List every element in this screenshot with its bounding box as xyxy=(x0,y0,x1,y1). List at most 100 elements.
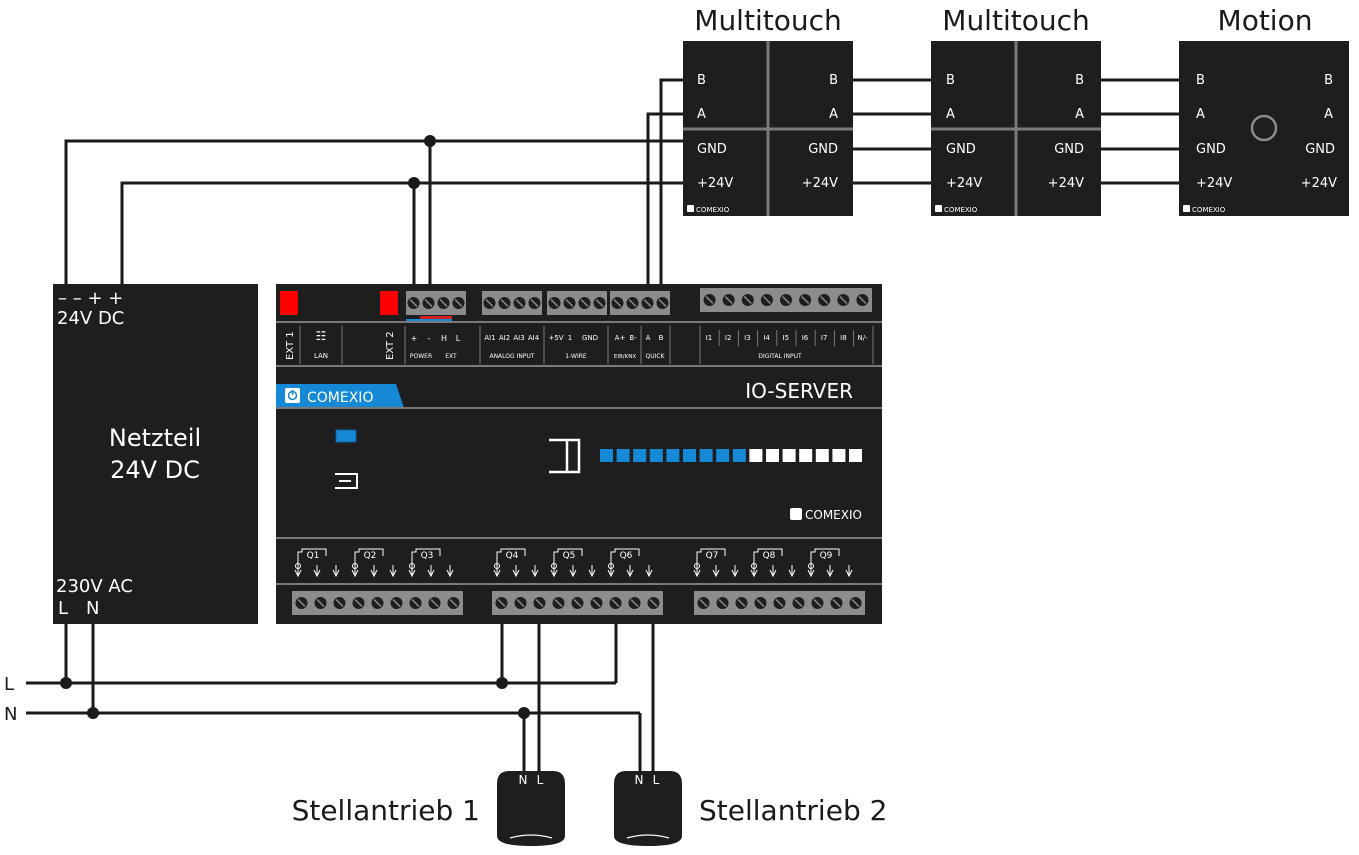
led-off xyxy=(799,449,813,462)
power-supply: – – + + 24V DC Netzteil 24V DC 230V AC L… xyxy=(53,284,258,624)
power-icon xyxy=(687,205,694,212)
io-server-title: IO-SERVER xyxy=(745,379,853,403)
ext-h-label: H xyxy=(441,334,447,343)
terminal-outputs-q4-q6 xyxy=(492,591,663,615)
terminal-outputs-q1-q3 xyxy=(292,591,463,615)
knx-labels: A+B- xyxy=(615,334,637,342)
led-off xyxy=(749,449,763,462)
junction-l-q4 xyxy=(496,677,508,689)
pin-24v-left: +24V xyxy=(1196,176,1232,191)
pin-gnd-left: GND xyxy=(946,142,976,157)
actuator-pin-l: L xyxy=(653,773,660,787)
led-off xyxy=(815,449,829,462)
pin-24v-left: +24V xyxy=(946,176,982,191)
ext-l-label: L xyxy=(456,334,461,343)
relay-output-label: Q5 xyxy=(563,551,576,561)
pin-gnd-right: GND xyxy=(1305,142,1335,157)
actuator-1: N L Stellantrieb 1 xyxy=(292,771,565,846)
actuator-name: Stellantrieb 1 xyxy=(292,794,480,827)
sd-card-icon xyxy=(335,473,358,489)
pin-24v-right: +24V xyxy=(1301,176,1337,191)
led-off xyxy=(832,449,846,462)
digital-pin-label: I5 xyxy=(783,334,790,342)
pin-b-left: B xyxy=(946,73,955,88)
led-on xyxy=(699,449,713,462)
device-motion: Motion B A GND +24V B A GND +24V COMEXIO xyxy=(1179,4,1349,216)
digital-pin-label: I6 xyxy=(802,334,809,342)
pin-b-left: B xyxy=(1196,73,1205,88)
junction-n-psu xyxy=(87,707,99,719)
led-on xyxy=(683,449,696,462)
pin-b-right: B xyxy=(1324,73,1333,88)
device-title: Multitouch xyxy=(942,4,1089,37)
led-row xyxy=(600,449,862,462)
wire-bus-b xyxy=(659,78,683,292)
top-terminal-blocks xyxy=(406,288,872,322)
pin-a-right: A xyxy=(1324,107,1333,122)
relay-output-label: Q3 xyxy=(421,551,434,561)
device-body xyxy=(1179,41,1349,216)
psu-pin-l: L xyxy=(58,598,68,619)
pin-24v-right: +24V xyxy=(802,176,838,191)
psu-body xyxy=(53,284,258,624)
relay-output-q1: Q1 xyxy=(294,548,340,578)
junction-gnd xyxy=(424,135,436,147)
quick-pin-label: B xyxy=(659,334,664,342)
relay-output-q3: Q3 xyxy=(408,548,454,578)
ext2-indicator xyxy=(380,291,398,315)
quick-label: QUICK xyxy=(645,353,665,360)
actuator-name: Stellantrieb 2 xyxy=(699,794,887,827)
led-on xyxy=(666,449,680,462)
analog-pin-label: AI2 xyxy=(499,334,510,342)
small-brand-icon xyxy=(790,508,802,520)
pin-a-right: A xyxy=(829,107,838,122)
eib-knx-label: EIB/KNX xyxy=(614,354,636,360)
pin-gnd-right: GND xyxy=(1054,142,1084,157)
digital-input-label: DIGITAL INPUT xyxy=(758,353,802,360)
relay-output-label: Q9 xyxy=(820,551,833,561)
pin-gnd-left: GND xyxy=(697,142,727,157)
brand-power-icon xyxy=(285,388,300,403)
quick-pin-label: A xyxy=(646,334,651,342)
psu-name-2: 24V DC xyxy=(110,456,200,484)
junction-24v xyxy=(408,177,420,189)
psu-pin-n: N xyxy=(86,598,99,619)
motion-sensor-icon xyxy=(1250,114,1278,142)
digital-pin-label: I7 xyxy=(821,334,828,342)
analog-pin-label: AI3 xyxy=(513,334,524,342)
analog-pin-label: AI1 xyxy=(484,334,495,342)
wire-bus-a xyxy=(646,112,683,292)
digital-pin-label: N/- xyxy=(858,334,869,342)
device-title: Multitouch xyxy=(694,4,841,37)
led-on xyxy=(649,449,663,462)
brand-label: COMEXIO xyxy=(307,390,373,406)
one-wire-label: 1-WIRE xyxy=(565,353,587,360)
digital-pin-label: I3 xyxy=(744,334,751,342)
relay-output-label: Q6 xyxy=(620,551,633,561)
knx-pin-label: B- xyxy=(629,334,637,342)
wire-gnd-psu xyxy=(64,139,432,292)
psu-pins: – – + + xyxy=(58,288,123,309)
digital-pin-label: I4 xyxy=(763,334,770,342)
device-multitouch-2: Multitouch B A GND +24V B A GND +24V COM… xyxy=(931,4,1101,216)
ext-label: EXT xyxy=(445,353,457,360)
lan-icon: ☷ xyxy=(316,329,327,343)
pin-a-left: A xyxy=(697,107,706,122)
psu-dc-label: 24V DC xyxy=(57,308,124,329)
knx-pin-label: A+ xyxy=(615,334,626,342)
led-on xyxy=(732,449,746,462)
terminal-analog-input xyxy=(482,291,542,315)
digital-pin-label: I8 xyxy=(840,334,847,342)
relay-output-label: Q4 xyxy=(506,551,519,561)
pin-a-right: A xyxy=(1075,107,1084,122)
relay-output-label: Q7 xyxy=(706,551,719,561)
terminal-digital-input xyxy=(700,288,872,312)
wire-24v-psu xyxy=(120,181,416,292)
power-plus-label: + xyxy=(411,334,418,343)
lan-label: LAN xyxy=(314,352,328,360)
led-on xyxy=(633,449,647,462)
